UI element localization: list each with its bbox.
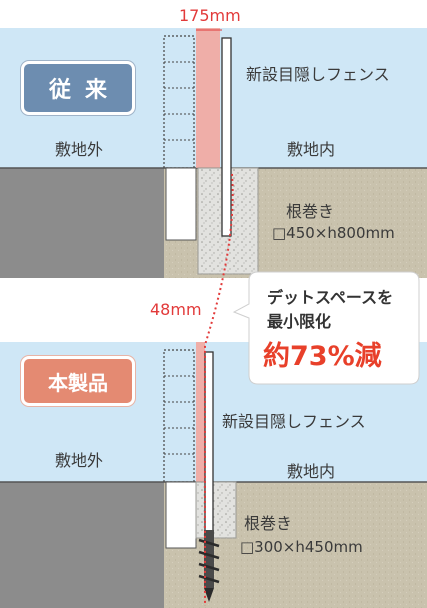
- dead-space-callout: デットスペースを 最小限化 約73%減: [247, 272, 419, 384]
- callout-reduction: 約73%減: [263, 341, 382, 372]
- top-block-foundation: [165, 167, 197, 241]
- conventional-badge: 従来: [21, 61, 135, 115]
- top-ground-outside: [0, 168, 164, 278]
- top-outside-label: 敷地外: [55, 140, 104, 159]
- callout-line-2: 最小限化: [267, 312, 332, 331]
- bottom-inside-label: 敷地内: [287, 462, 336, 481]
- bottom-ground-outside: [0, 482, 164, 608]
- bottom-block-foundation: [165, 481, 197, 549]
- bottom-outside-label: 敷地外: [55, 451, 104, 470]
- bottom-footing-label: 根巻き: [244, 514, 293, 533]
- top-scene: [0, 28, 427, 278]
- top-fence-post: [221, 37, 232, 237]
- top-footing-size: □450×h800mm: [272, 224, 395, 242]
- bottom-dead-space: [196, 342, 205, 482]
- top-dead-space: [196, 28, 220, 168]
- callout-line-1: デットスペースを: [267, 288, 394, 307]
- top-inside-label: 敷地内: [287, 140, 336, 159]
- bottom-dimension-label: 48mm: [150, 300, 202, 319]
- product-badge: 本製品: [21, 356, 135, 406]
- bottom-footing-size: □300×h450mm: [240, 538, 363, 556]
- top-dimension-label: 175mm: [179, 6, 241, 25]
- bottom-fence-post: [204, 351, 214, 533]
- bottom-concrete-footing: [195, 481, 237, 539]
- callout-bubble-shape: [232, 271, 420, 385]
- ground-screw: [198, 530, 220, 602]
- top-footing-label: 根巻き: [286, 202, 335, 221]
- bottom-fence-label: 新設目隠しフェンス: [222, 412, 366, 431]
- top-fence-label: 新設目隠しフェンス: [246, 65, 390, 84]
